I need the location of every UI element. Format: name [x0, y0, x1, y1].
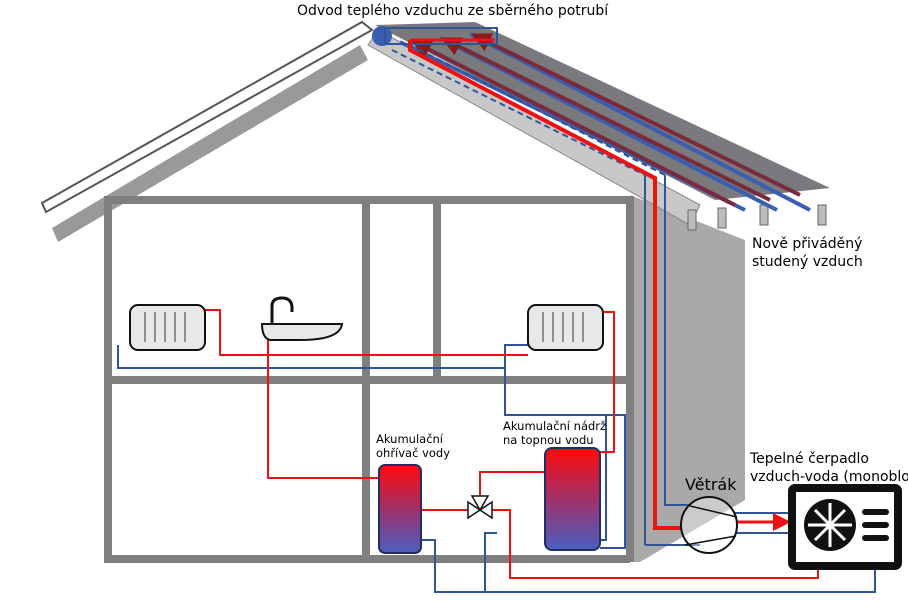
heat-pump-unit — [788, 484, 902, 570]
label-fresh-air-1: Nově přiváděný — [752, 236, 862, 252]
label-fresh-air-2: studený vzduch — [752, 254, 863, 270]
radiator-right — [527, 304, 604, 351]
rafters — [687, 204, 827, 231]
three-way-valve-icon — [467, 495, 493, 520]
label-heat-pump-2: vzduch-voda (monoblok) — [750, 469, 908, 485]
label-fan: Větrák — [685, 475, 737, 494]
collector-manifold — [384, 27, 498, 45]
label-buffer-tank-2: na topnou vodu — [503, 433, 594, 447]
radiator-left — [129, 304, 206, 351]
side-wall — [630, 195, 745, 562]
roof-left — [40, 20, 374, 242]
collector-ducts — [399, 32, 811, 212]
fan-icon — [680, 496, 738, 554]
label-water-heater-2: ohřívač vody — [376, 446, 450, 460]
label-buffer-tank-1: Akumulační nádrž — [503, 419, 606, 433]
house-walls — [104, 196, 634, 563]
hot-pipes — [205, 38, 819, 579]
water-heater-tank — [378, 464, 422, 554]
sink — [260, 296, 344, 341]
label-heat-pump-1: Tepelné čerpadlo — [749, 451, 869, 467]
label-water-heater-1: Akumulační — [376, 432, 444, 446]
collector-manifold-end — [372, 26, 392, 46]
label-roof-outlet: Odvod teplého vzduchu ze sběrného potrub… — [297, 3, 609, 19]
buffer-tank — [544, 447, 601, 551]
